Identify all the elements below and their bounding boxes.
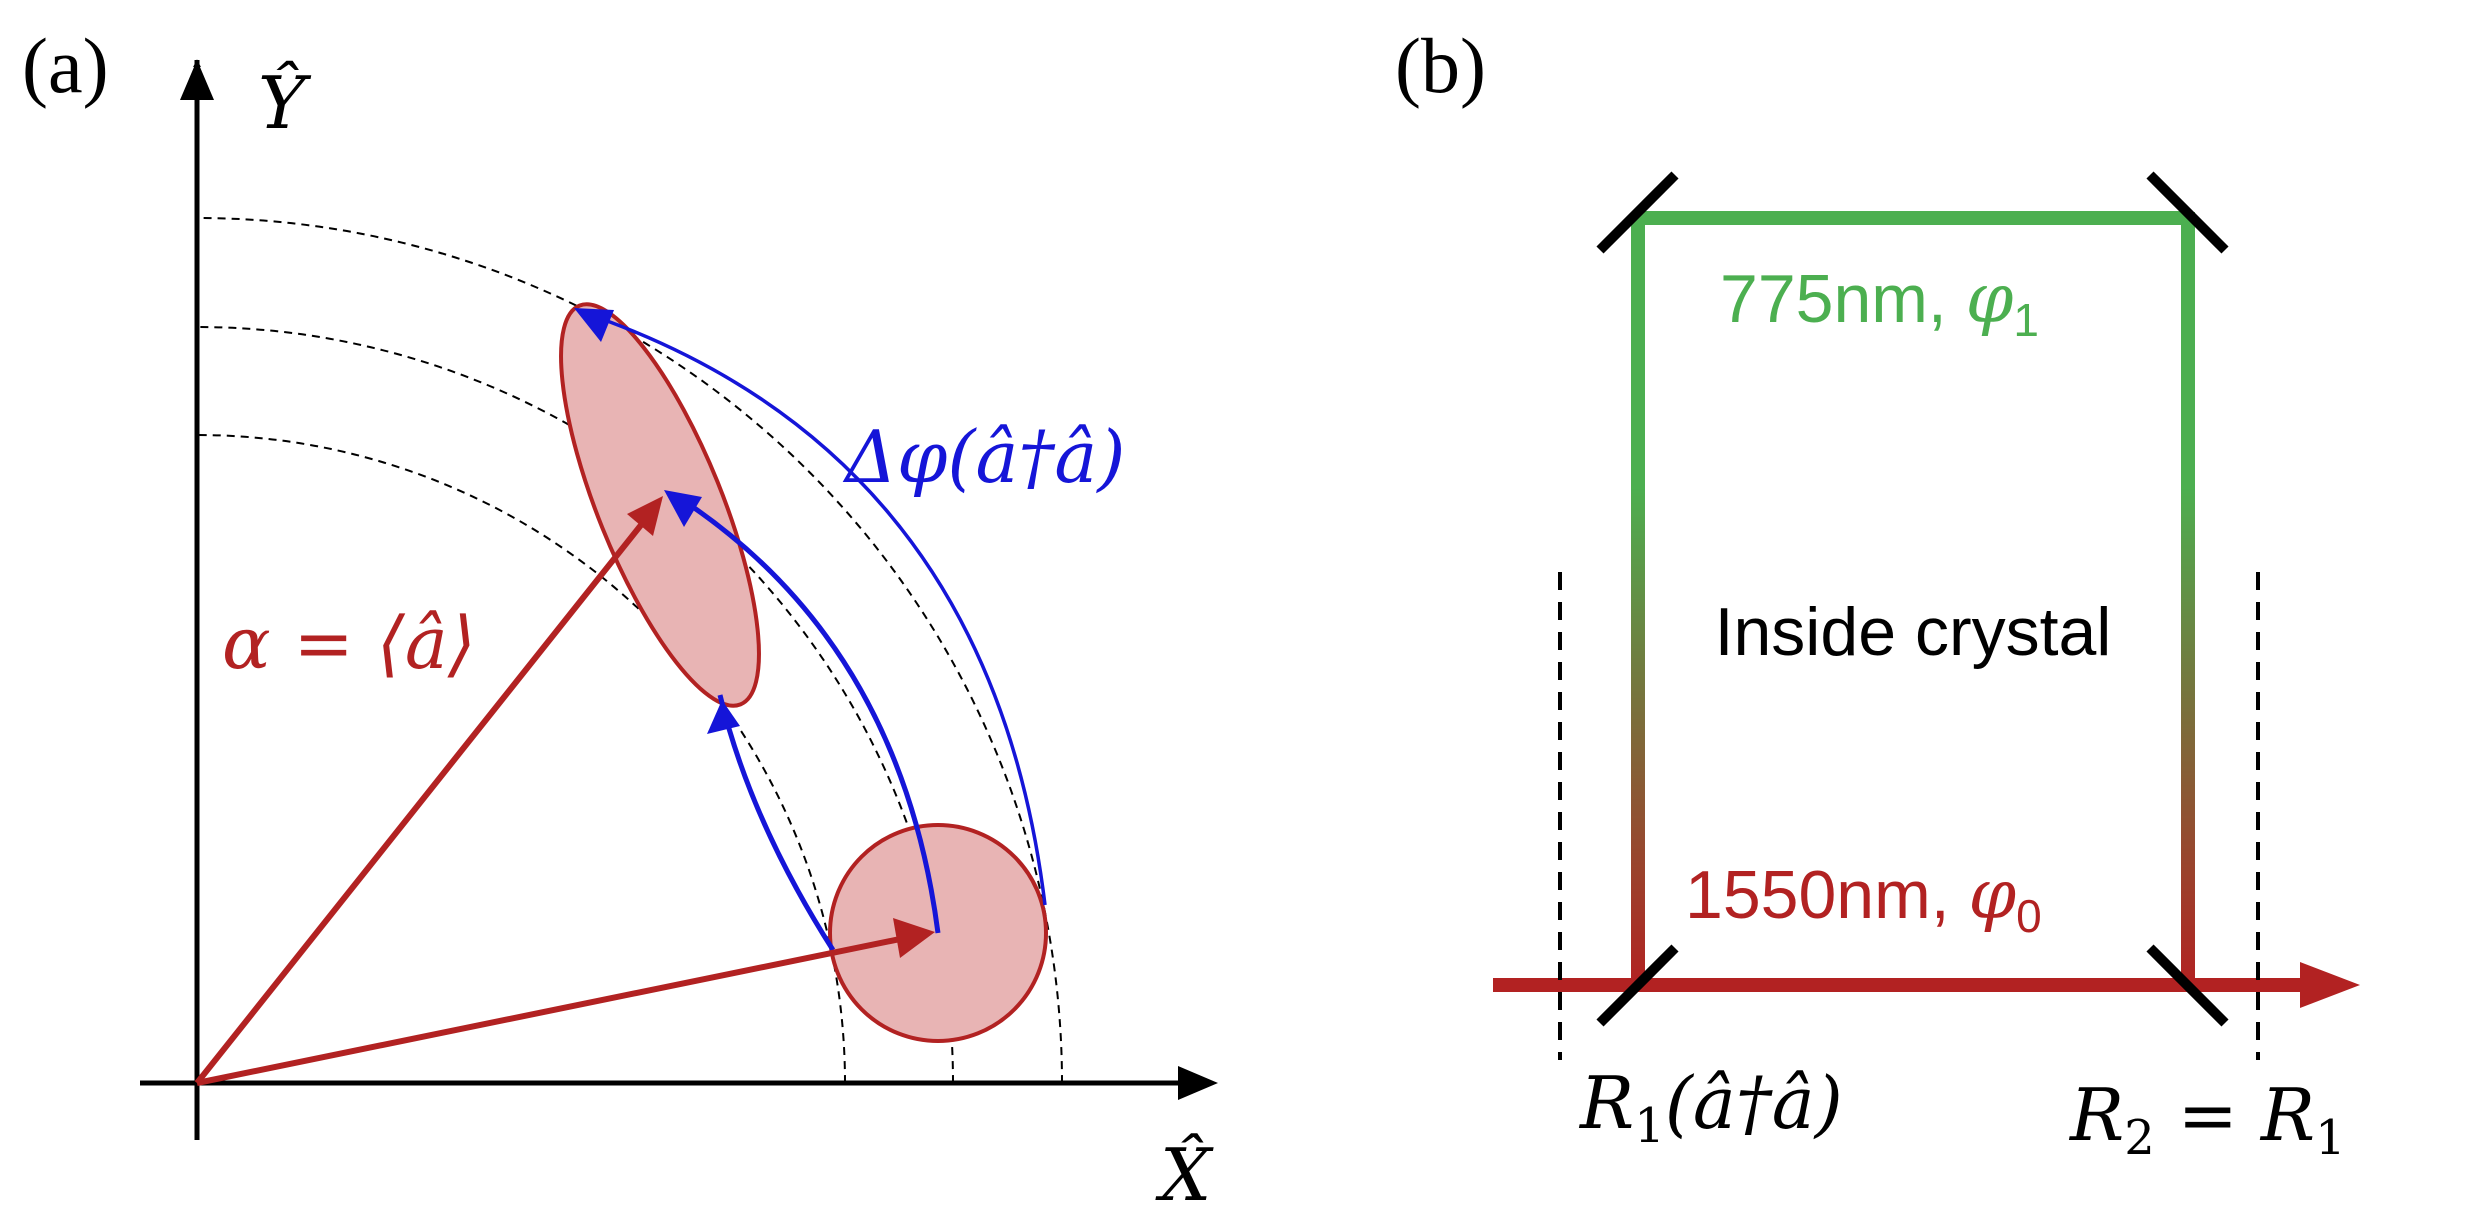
- displacement-arrowhead-final: [627, 496, 663, 536]
- displacement-vector-final: [194, 518, 648, 1085]
- signal-phase: φ: [1969, 856, 2017, 935]
- displacement-vector-initial: [196, 935, 906, 1086]
- signal-label: 1550nm, φ0: [1685, 856, 2042, 942]
- rotation-arrowhead-inner: [707, 700, 740, 734]
- mirror-r2-equals: =: [2155, 1073, 2261, 1157]
- pump-wavelength: 775nm,: [1720, 261, 1966, 337]
- mirror-r2-subscript: 2: [2124, 1110, 2155, 1166]
- dashed-arc-inner: [196, 434, 846, 1084]
- panel-b: (b) 775nm, φ1 Inside crystal 1550nm, φ0 …: [1395, 22, 2360, 1166]
- rotation-arrowhead-middle: [664, 490, 702, 527]
- mirror-r1: [1596, 944, 1679, 1027]
- panel-a: (a) X̂ Ŷ α = ⟨â⟩ Δφ(â†â): [22, 22, 1218, 1217]
- mirror-r1-argument: (â†â): [1665, 1061, 1843, 1145]
- signal-wavelength: 1550nm,: [1685, 857, 1969, 933]
- rotation-arc-inner: [717, 694, 836, 952]
- x-axis-arrowhead: [1178, 1066, 1218, 1100]
- mirror-r2-rhs-subscript: 1: [2315, 1110, 2346, 1166]
- mirror-r2-label: R2 = R1: [2068, 1073, 2346, 1166]
- dashed-arc-outer: [196, 217, 1063, 1084]
- pump-label: 775nm, φ1: [1720, 260, 2039, 346]
- mirror-r2-rhs: R: [2259, 1073, 2315, 1157]
- mirror-r1-label: R1(â†â): [1578, 1061, 1843, 1154]
- crystal-label: Inside crystal: [1715, 594, 2112, 670]
- phase-shift-label: Δφ(â†â): [842, 415, 1125, 499]
- mirror-top-right: [2146, 171, 2229, 254]
- signal-phase-subscript: 0: [2016, 890, 2042, 942]
- alpha-label: α = ⟨â⟩: [222, 601, 476, 685]
- rotation-arc-middle: [673, 492, 941, 934]
- x-axis-label: X̂: [1155, 1132, 1214, 1217]
- rotation-arrowhead-outer: [574, 308, 614, 342]
- mirror-r1-symbol: R: [1578, 1061, 1634, 1145]
- cavity-left-path: [1631, 212, 1645, 990]
- pump-phase: φ: [1966, 260, 2014, 339]
- y-axis-arrowhead: [180, 60, 214, 100]
- pump-phase-subscript: 1: [2013, 294, 2039, 346]
- mirror-r2-symbol: R: [2068, 1073, 2124, 1157]
- mirror-top-left: [1596, 171, 1679, 254]
- rotation-arc-outer: [581, 310, 1047, 906]
- panel-a-label: (a): [22, 22, 109, 109]
- output-beam-arrowhead: [2300, 962, 2360, 1008]
- y-axis-label: Ŷ: [258, 60, 312, 145]
- cavity-right-path: [2181, 212, 2195, 990]
- panel-b-label: (b): [1395, 22, 1486, 109]
- mirror-r2: [2146, 944, 2229, 1027]
- displacement-arrowhead-initial: [893, 918, 935, 958]
- mirror-r1-subscript: 1: [1634, 1098, 1665, 1154]
